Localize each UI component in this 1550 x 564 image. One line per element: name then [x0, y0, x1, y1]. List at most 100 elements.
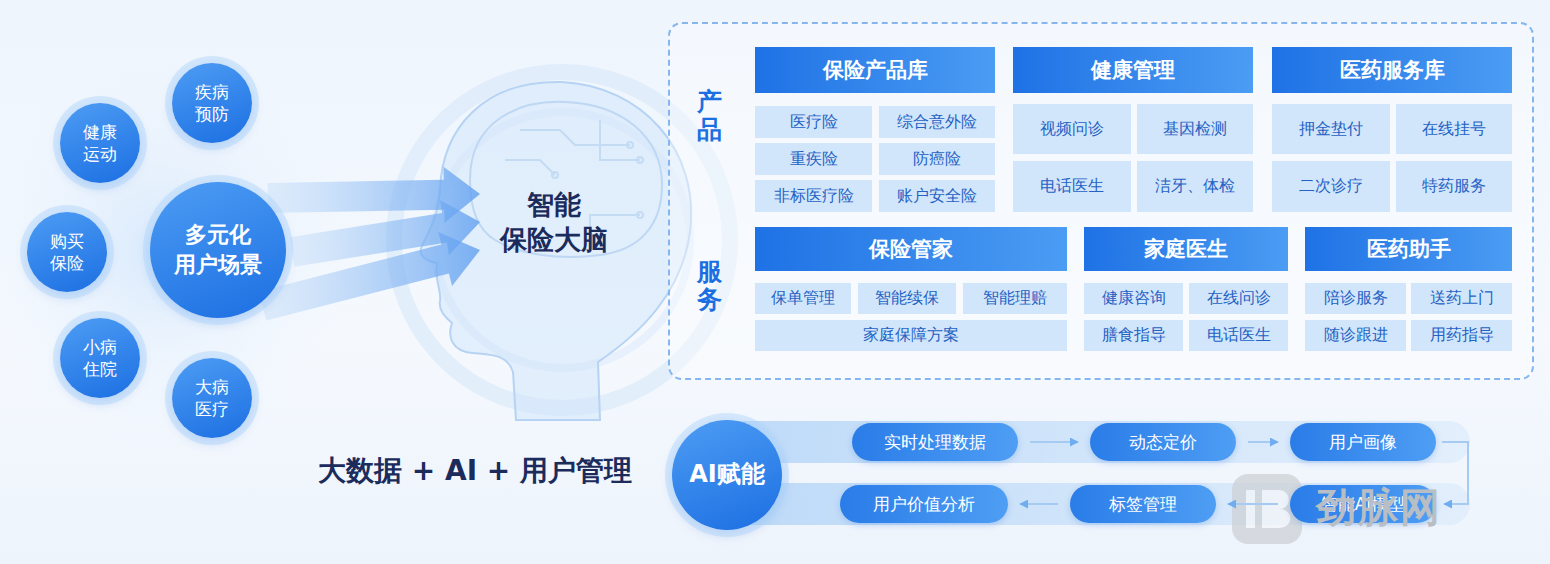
flow-connector: [1020, 503, 1058, 505]
ai-circle: AI赋能: [672, 420, 782, 530]
category-header: 医药助手: [1305, 227, 1512, 271]
node-text: 非标医疗险: [774, 186, 854, 207]
node-text: 随诊跟进: [1324, 325, 1388, 346]
node-text: 保单管理: [771, 288, 835, 309]
service-item: 智能续保: [858, 283, 956, 314]
node-text: 健康管理: [1091, 56, 1175, 84]
service-item: 特药服务: [1396, 161, 1512, 212]
node-text: 健康 运动: [80, 121, 119, 165]
flow-pill: 用户价值分析: [840, 485, 1008, 523]
brain-label-box: 智能 保险大脑: [486, 178, 622, 266]
node-text: 基因检测: [1163, 119, 1227, 140]
brain-outline: [470, 102, 662, 257]
service-item: 保单管理: [755, 283, 851, 314]
flow-connector: [1228, 503, 1278, 505]
service-item: 非标医疗险: [755, 180, 872, 212]
node-text: 多元化 用户场景: [171, 220, 266, 279]
service-item: 视频问诊: [1013, 104, 1131, 154]
scenario-circle: 大病 医疗: [172, 358, 252, 438]
node-text: 押金垫付: [1299, 119, 1363, 140]
node-text: 家庭医生: [1144, 235, 1228, 263]
service-item: 健康咨询: [1084, 283, 1183, 314]
category-header: 健康管理: [1013, 47, 1253, 93]
service-item: 医疗险: [755, 106, 872, 138]
service-item: 洁牙、体检: [1137, 161, 1253, 212]
service-item: 膳食指导: [1084, 320, 1183, 351]
service-item: 电话医生: [1189, 320, 1288, 351]
node-text: 保险管家: [869, 235, 953, 263]
service-item: 家庭保障方案: [755, 320, 1067, 351]
service-item: 账户安全险: [879, 180, 995, 212]
node-text: 用户画像: [1329, 431, 1397, 454]
node-text: 重疾险: [790, 149, 838, 170]
node-text: 送药上门: [1430, 288, 1494, 309]
node-text: 在线挂号: [1422, 119, 1486, 140]
node-text: 用药指导: [1430, 325, 1494, 346]
node-text: 防癌险: [913, 149, 961, 170]
node-text: AI赋能: [689, 459, 765, 490]
center-circle: 多元化 用户场景: [150, 182, 286, 318]
circuit-lines: [505, 120, 643, 240]
node-text: 视频问诊: [1040, 119, 1104, 140]
flow-pill: 实时处理数据: [852, 423, 1018, 461]
node-text: 特药服务: [1422, 176, 1486, 197]
category-header: 家庭医生: [1084, 227, 1288, 271]
node-text: 在线问诊: [1207, 288, 1271, 309]
category-header: 保险管家: [755, 227, 1067, 271]
node-text: 医药助手: [1367, 235, 1451, 263]
node-text: 保险产品库: [823, 56, 928, 84]
node-text: 智能理赔: [983, 288, 1047, 309]
node-text: 动态定价: [1129, 431, 1197, 454]
scenario-circle: 健康 运动: [60, 103, 140, 183]
service-item: 送药上门: [1411, 283, 1512, 314]
service-item: 防癌险: [879, 143, 995, 175]
category-header: 医药服务库: [1272, 47, 1512, 93]
service-item: 用药指导: [1411, 320, 1512, 351]
node-text: 小病 住院: [80, 336, 119, 380]
scenario-circle: 疾病 预防: [172, 63, 252, 143]
scenario-circle: 购买 保险: [27, 212, 107, 292]
flow-arrow: [259, 232, 480, 321]
node-text: 账户安全险: [897, 186, 977, 207]
flow-connector: [1030, 441, 1078, 443]
tagline: 大数据 + AI + 用户管理: [318, 452, 632, 490]
node-text: 家庭保障方案: [863, 325, 959, 346]
service-item: 在线挂号: [1396, 104, 1512, 154]
service-item: 陪诊服务: [1305, 283, 1406, 314]
flow-pill: 标签管理: [1070, 485, 1216, 523]
node-text: 智能 保险大脑: [496, 187, 612, 257]
section-label: 产品: [697, 88, 722, 143]
node-text: 大病 医疗: [192, 376, 231, 420]
scenario-circle: 小病 住院: [60, 318, 140, 398]
node-text: 综合意外险: [897, 112, 977, 133]
watermark-text: 劲脉网: [1316, 480, 1442, 535]
node-text: 电话医生: [1207, 325, 1271, 346]
product-service-panel: 产品服务 保险产品库医疗险 综合意外险重疾险 防癌险非标医疗险 账户安全险 健康管理视频问…: [668, 22, 1534, 380]
node-text: 疾病 预防: [192, 81, 231, 125]
node-text: 实时处理数据: [884, 431, 986, 454]
service-item: 在线问诊: [1189, 283, 1288, 314]
flow-pill: 动态定价: [1090, 423, 1236, 461]
service-item: 重疾险: [755, 143, 872, 175]
section-label: 服务: [697, 258, 722, 313]
node-text: 陪诊服务: [1324, 288, 1388, 309]
service-item: 基因检测: [1137, 104, 1253, 154]
node-text: 洁牙、体检: [1155, 176, 1235, 197]
node-text: 用户价值分析: [873, 493, 975, 516]
node-text: 智能续保: [875, 288, 939, 309]
service-item: 二次诊疗: [1272, 161, 1390, 212]
category-header: 保险产品库: [755, 47, 995, 93]
node-text: 健康咨询: [1102, 288, 1166, 309]
flow-band: [700, 421, 1470, 463]
flow-pill: 用户画像: [1290, 423, 1436, 461]
service-item: 押金垫付: [1272, 104, 1390, 154]
node-text: 二次诊疗: [1299, 176, 1363, 197]
service-item: 智能理赔: [963, 283, 1067, 314]
service-item: 综合意外险: [879, 106, 995, 138]
node-text: 购买 保险: [47, 230, 86, 274]
flow-connector: [1248, 441, 1278, 443]
service-item: 随诊跟进: [1305, 320, 1406, 351]
node-text: 电话医生: [1040, 176, 1104, 197]
node-text: 标签管理: [1109, 493, 1177, 516]
